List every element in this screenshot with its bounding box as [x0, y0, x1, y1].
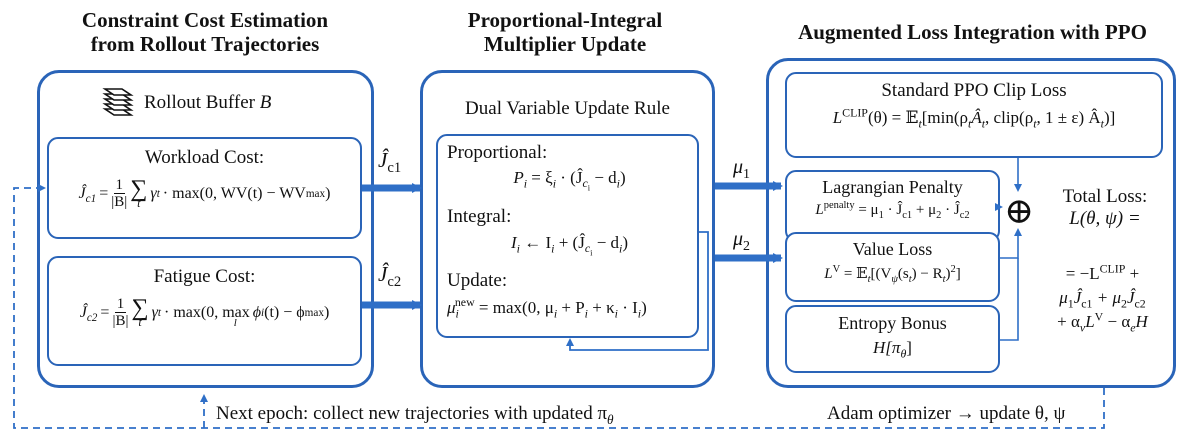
integral-equation: Ii ← Ii + (Ĵci − di) [510, 233, 629, 258]
middle-column-title: Proportional-Integral Multiplier Update [467, 8, 663, 56]
mu2-label: μ2 [733, 228, 751, 254]
value-loss-title: Value Loss [852, 239, 933, 259]
jc2-label: Ĵc2 [378, 262, 402, 291]
lagrangian-penalty-title: Lagrangian Penalty [822, 177, 963, 197]
right-column-title: Augmented Loss Integration with PPO [798, 20, 1147, 44]
rollout-buffer-header: Rollout Buffer B [100, 86, 271, 120]
update-equation: μinew = max(0, μi + Pi + κi · Ii) [447, 295, 647, 321]
value-loss-equation: LV = 𝔼t[(Vψ(st) − Rt)2] [824, 264, 961, 285]
total-loss-expression: = −LCLIP + μ1Ĵc1 + μ2Ĵc2 + αvLV − αeH [1057, 261, 1148, 335]
lagrangian-penalty-equation: Lpenalty = μ1 · Ĵc1 + μ2 · Ĵc2 [815, 200, 970, 221]
update-label: Update: [447, 270, 508, 291]
total-loss-label: Total Loss: [1062, 186, 1148, 207]
value-loss-box: Value Loss LV = 𝔼t[(Vψ(st) − Rt)2] [785, 232, 1000, 302]
stack-layers-icon [102, 88, 134, 116]
rollout-buffer-symbol: B [259, 92, 272, 113]
jc1-label: Ĵc1 [378, 148, 402, 177]
sum-operator-icon: ⊕ [1004, 191, 1035, 231]
proportional-label: Proportional: [447, 142, 548, 163]
dual-variable-rule-title: Dual Variable Update Rule [465, 98, 670, 119]
ppo-clip-loss-box: Standard PPO Clip Loss LCLIP(θ) = 𝔼t[min… [785, 72, 1163, 158]
rollout-buffer-label: Rollout Buffer [144, 92, 256, 113]
entropy-bonus-equation: H[πθ] [873, 338, 912, 361]
integral-label: Integral: [447, 206, 512, 227]
ppo-clip-loss-equation: LCLIP(θ) = 𝔼t[min(ρtÂt, clip(ρt, 1 ± ε) … [832, 105, 1116, 131]
ppo-clip-loss-title: Standard PPO Clip Loss [881, 80, 1067, 101]
entropy-bonus-box: Entropy Bonus H[πθ] [785, 305, 1000, 373]
total-loss-block: Total Loss: L(θ, ψ) = [1040, 186, 1170, 230]
left-column-title: Constraint Cost Estimation from Rollout … [81, 8, 329, 56]
mu1-label: μ1 [733, 156, 751, 182]
entropy-bonus-title: Entropy Bonus [838, 313, 947, 333]
workload-cost-title: Workload Cost: [144, 147, 265, 168]
total-loss-lhs: L(θ, ψ) = [1069, 208, 1141, 229]
next-epoch-text: Next epoch: collect new trajectories wit… [214, 403, 616, 427]
fatigue-cost-title: Fatigue Cost: [153, 266, 256, 287]
proportional-equation: Pi = ξi · (Ĵci − di) [513, 168, 626, 193]
adam-optimizer-text: Adam optimizer → update θ, ψ [825, 403, 1068, 425]
